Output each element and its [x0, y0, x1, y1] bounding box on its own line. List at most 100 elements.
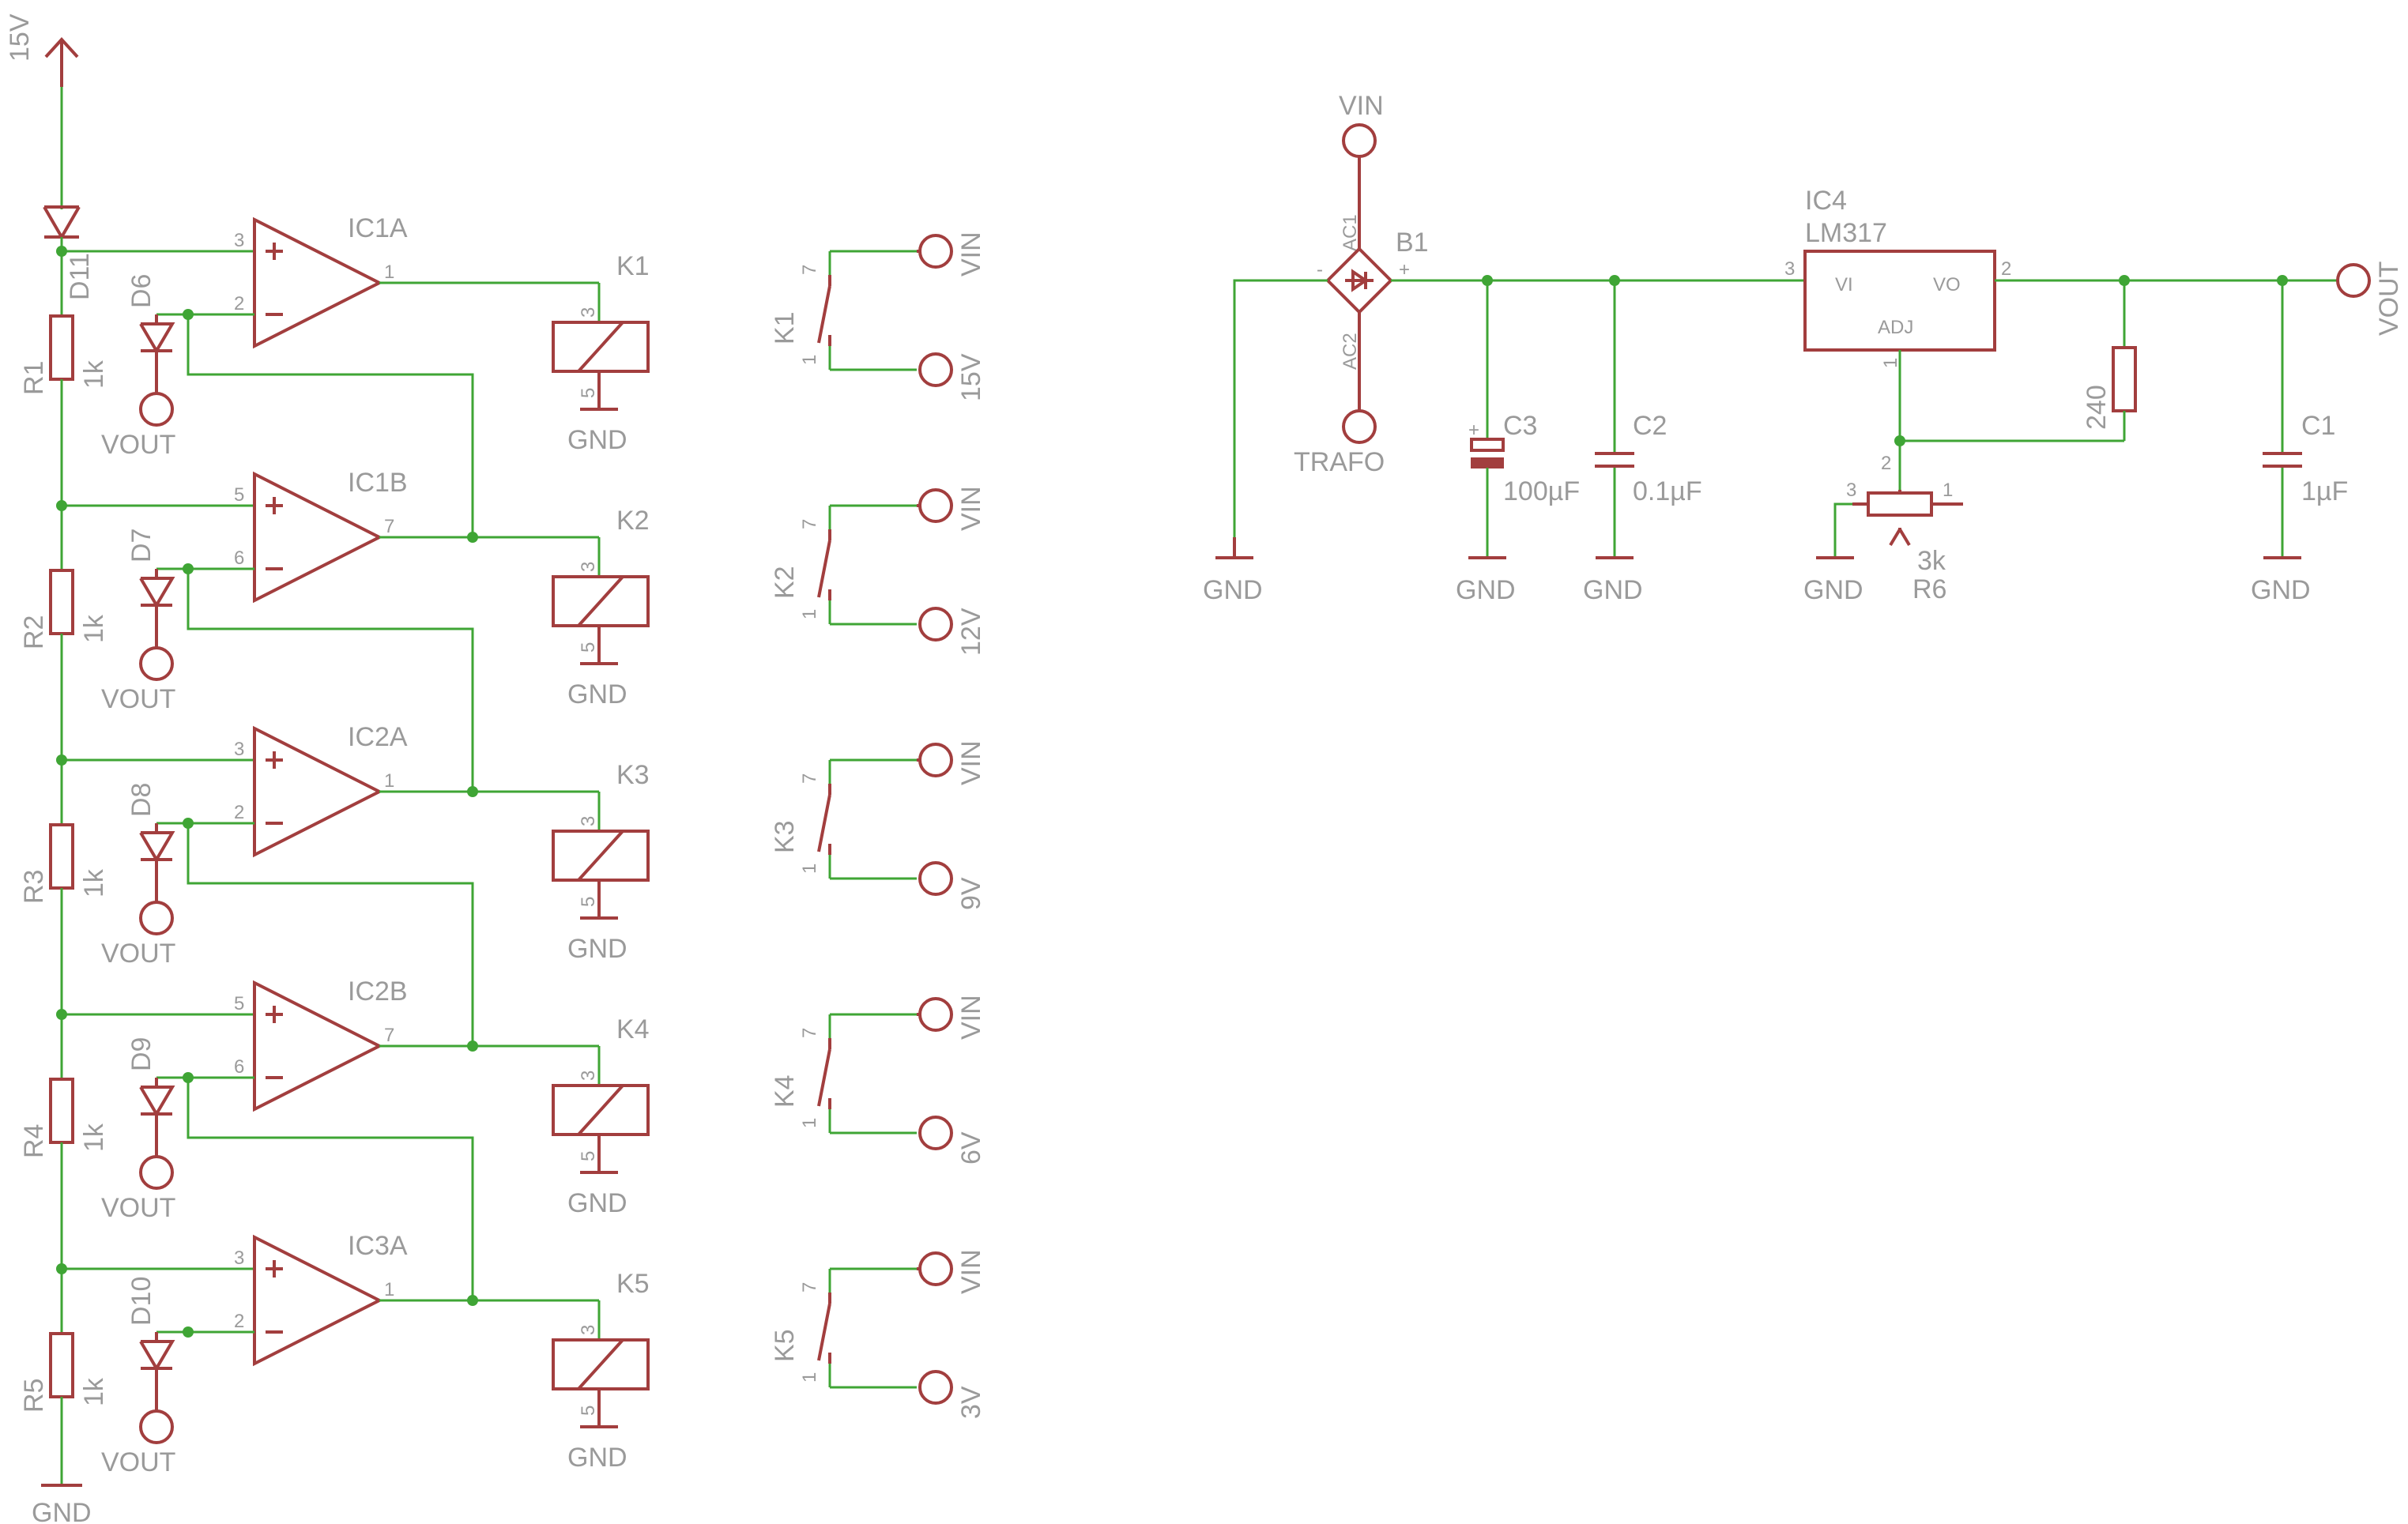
coil-pin-bottom: 5: [578, 642, 599, 653]
switch-k4: VIN 6V K4 7 1: [770, 995, 986, 1165]
switch-name-label: K3: [770, 820, 800, 853]
switch-top-terminal: [918, 234, 953, 269]
diode-name-label: D10: [126, 1277, 156, 1326]
diode-name-label: D8: [126, 783, 156, 817]
vin-label: VIN: [1339, 91, 1384, 121]
switch-top-label: VIN: [956, 995, 986, 1040]
gnd-bottom-label: GND: [32, 1498, 92, 1524]
vout-terminal: [2336, 263, 2371, 298]
resistor-value-label: 1k: [79, 1123, 109, 1152]
relay-gnd-label: GND: [567, 679, 627, 709]
switch-name-label: K2: [770, 566, 800, 599]
switch-bottom-label: 12V: [956, 608, 986, 656]
comparator-stages: IC1A321D6VOUTK135GNDIC1B567D7VOUTK235GND…: [56, 213, 650, 1477]
capacitor-c1: C1 1µF GND: [2251, 280, 2348, 605]
pot-value-label: 3k: [1917, 546, 1946, 576]
ic4-pin1-label: 1: [1880, 358, 1901, 368]
opamp-name-label: IC2B: [348, 976, 408, 1007]
gnd-c2-label: GND: [1583, 575, 1643, 605]
diode-d11: D11: [43, 205, 95, 300]
c3-name-label: C3: [1503, 411, 1537, 441]
switch-name-label: K1: [770, 311, 800, 344]
opamp-out-pin: 1: [384, 262, 394, 283]
resistor-r4: R4 1k: [19, 1078, 109, 1334]
regulator-ic4: IC4 LM317 VI VO ADJ 3 2 1: [1784, 186, 2011, 368]
opamp-plus-pin: 3: [234, 739, 244, 760]
resistor-value-label: 1k: [79, 359, 109, 389]
switch-pin-bottom: 1: [799, 609, 820, 619]
potentiometer-r6: 3 2 1 3k R6 GND: [1803, 441, 1963, 605]
resistor-name-label: R4: [19, 1124, 49, 1158]
c1-value-label: 1µF: [2301, 476, 2348, 506]
bridge-b1-label: B1: [1396, 228, 1429, 258]
switch-name-label: K4: [770, 1074, 800, 1108]
switch-bottom-label: 3V: [956, 1386, 986, 1419]
switch-top-terminal: [918, 1251, 953, 1286]
relay-gnd-label: GND: [567, 1443, 627, 1473]
opamp-name-label: IC1B: [348, 468, 408, 498]
opamp-out-pin: 7: [384, 1025, 394, 1046]
c2-name-label: C2: [1633, 411, 1667, 441]
resistor-value-label: 1k: [79, 868, 109, 897]
c3-plus-label: +: [1468, 420, 1479, 441]
switch-pin-top: 7: [799, 773, 820, 784]
relay-name-label: K2: [616, 506, 650, 536]
relay-gnd-label: GND: [567, 1188, 627, 1218]
switch-pin-bottom: 1: [799, 864, 820, 874]
supply-rail: 15V D11: [5, 13, 95, 316]
pot-pin2-label: 2: [1881, 453, 1891, 474]
coil-pin-bottom: 5: [578, 897, 599, 907]
opamp-out-pin: 1: [384, 1279, 394, 1300]
pot-pin1-label: 1: [1943, 480, 1953, 501]
opamp-plus-pin: 5: [234, 484, 244, 506]
coil-pin-bottom: 5: [578, 1151, 599, 1161]
bridge-plus-label: +: [1399, 259, 1410, 280]
relay-name-label: K5: [616, 1269, 650, 1299]
switch-k3: VIN 9V K3 7 1: [770, 740, 986, 910]
opamp-name-label: IC2A: [348, 722, 408, 752]
switch-bottom-label: 6V: [956, 1131, 986, 1165]
vout-label: VOUT: [101, 1447, 175, 1477]
relay-name-label: K4: [616, 1014, 650, 1044]
relay-switches: VIN15VK171VIN12VK271VIN9VK371VIN6VK471VI…: [770, 231, 986, 1419]
coil-pin-top: 3: [578, 816, 599, 826]
resistor-r3: R3 1k: [19, 823, 109, 1079]
gnd-c1-label: GND: [2251, 575, 2311, 605]
c1-name-label: C1: [2301, 411, 2335, 441]
switch-bottom-label: 9V: [956, 877, 986, 910]
switch-top-terminal: [918, 743, 953, 777]
resistor-name-label: R3: [19, 870, 49, 904]
opamp-minus-pin: 2: [234, 293, 244, 314]
switch-pin-bottom: 1: [799, 1118, 820, 1128]
switch-bottom-terminal: [918, 861, 953, 896]
switch-pin-top: 7: [799, 1028, 820, 1038]
switch-top-label: VIN: [956, 1249, 986, 1294]
ic4-part-label: LM317: [1805, 218, 1887, 248]
opamp-minus-pin: 2: [234, 1311, 244, 1332]
switch-top-label: VIN: [956, 740, 986, 785]
switch-pin-top: 7: [799, 1282, 820, 1293]
resistor-name-label: R2: [19, 615, 49, 649]
opamp-minus-pin: 6: [234, 1056, 244, 1078]
coil-pin-top: 3: [578, 307, 599, 318]
ic4-vi-label: VI: [1835, 274, 1853, 295]
switch-bottom-terminal: [918, 1116, 953, 1150]
relay-gnd-label: GND: [567, 425, 627, 455]
c2-value-label: 0.1µF: [1633, 476, 1702, 506]
opamp-minus-pin: 2: [234, 802, 244, 823]
capacitor-c2: C2 0.1µF GND: [1583, 280, 1702, 605]
switch-top-label: VIN: [956, 486, 986, 531]
